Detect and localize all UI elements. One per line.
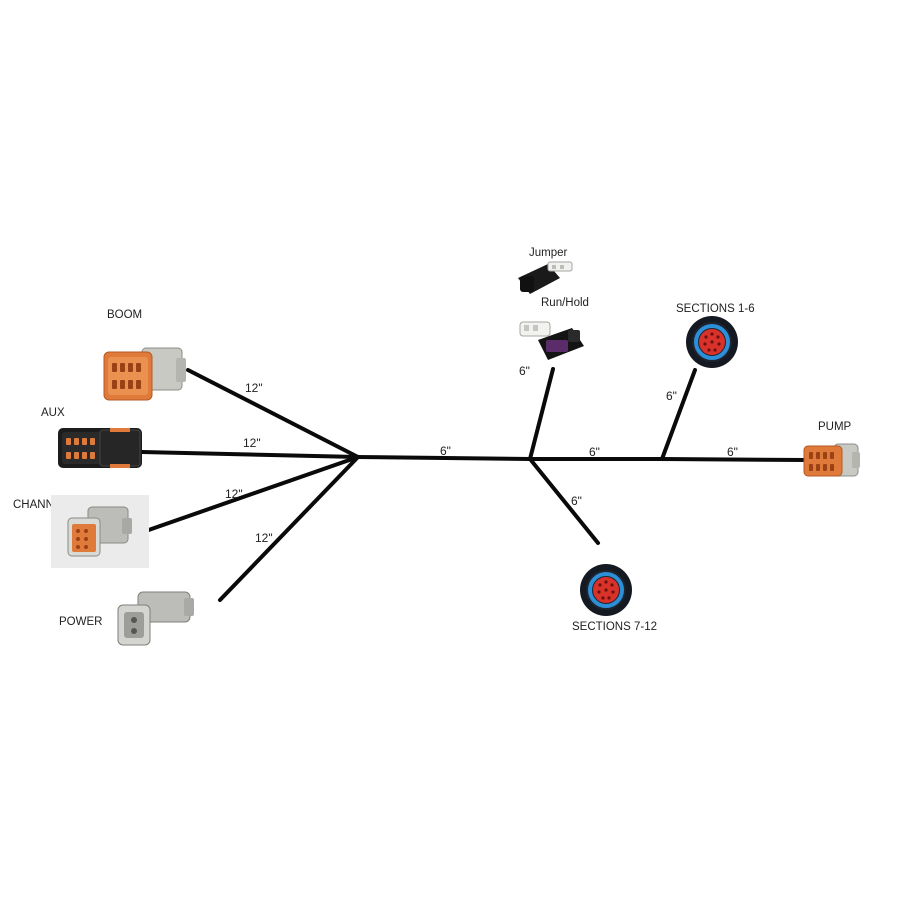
wire-trunk-1 <box>354 455 532 461</box>
sections-7-12-connector-icon <box>580 564 632 616</box>
wire-boom <box>186 368 360 459</box>
label-jumper: Jumper <box>529 247 568 259</box>
aux-connector-icon <box>58 428 142 468</box>
run-hold-connector-icon <box>519 321 584 360</box>
channel1-connector-icon <box>51 495 149 568</box>
wire-sections-1-6 <box>660 368 697 461</box>
length-aux: 12" <box>243 436 261 450</box>
length-sections-1-6: 6" <box>666 389 677 403</box>
wire-channel1 <box>138 455 360 535</box>
wire-power <box>218 455 360 602</box>
length-boom: 12" <box>245 381 263 395</box>
length-trunk-1: 6" <box>440 444 451 458</box>
length-trunk-2: 6" <box>589 445 600 459</box>
jumper-connector-icon <box>518 261 573 294</box>
wire-run-hold <box>528 367 555 461</box>
length-sections-7-12: 6" <box>571 494 582 508</box>
length-power: 12" <box>255 531 273 545</box>
wire-aux <box>140 450 360 459</box>
label-pump: PUMP <box>818 421 852 433</box>
label-sections-7-12: SECTIONS 7-12 <box>572 621 657 633</box>
wire-sections-7-12 <box>528 457 600 545</box>
power-connector-icon <box>117 591 194 646</box>
length-pump: 6" <box>727 445 738 459</box>
label-run-hold: Run/Hold <box>541 297 589 309</box>
label-sections-1-6: SECTIONS 1-6 <box>676 303 755 315</box>
length-channel1: 12" <box>225 487 243 501</box>
length-labels: 12" 12" 12" 12" 6" 6" 6" 6" 6" 6" <box>225 364 738 545</box>
connector-labels: BOOM AUX CHANNEL 1 POWER Jumper Run/Hold… <box>13 247 852 633</box>
wires <box>138 367 808 602</box>
pump-connector-icon <box>803 443 860 477</box>
label-aux: AUX <box>41 407 65 419</box>
wire-pump <box>660 457 808 462</box>
label-boom: BOOM <box>107 309 142 321</box>
boom-connector-icon <box>103 347 186 401</box>
sections-1-6-connector-icon <box>686 316 738 368</box>
length-run-hold: 6" <box>519 364 530 378</box>
label-power: POWER <box>59 616 102 628</box>
